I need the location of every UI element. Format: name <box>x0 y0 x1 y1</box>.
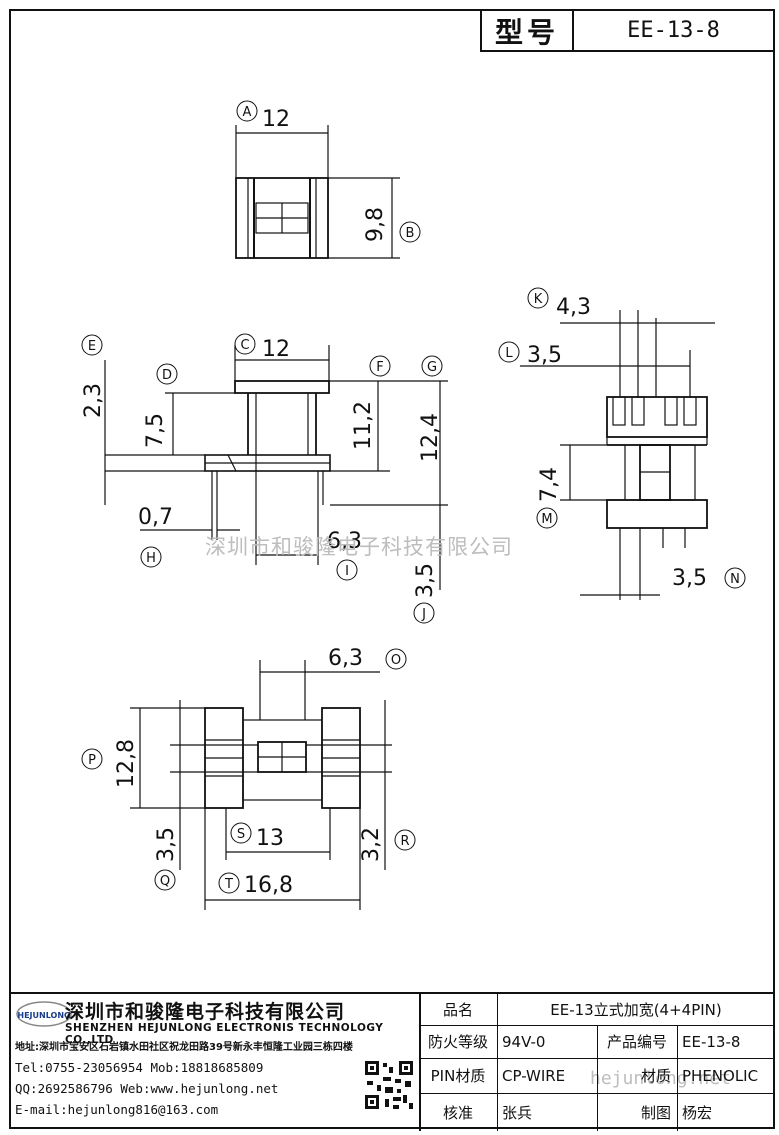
fire-rating-label: 防火等级 <box>427 1033 488 1051</box>
svg-text:C: C <box>240 338 249 353</box>
dim-S: 13 <box>256 826 284 851</box>
dim-N: 3,5 <box>672 566 707 591</box>
company-phones: Tel:0755-23056954 Mob:18818685809 <box>15 1060 263 1075</box>
qr-code <box>363 1059 415 1111</box>
svg-text:K: K <box>534 292 543 307</box>
svg-text:H: H <box>146 551 156 566</box>
drafter-label: 制图 <box>640 1103 671 1122</box>
svg-text:S: S <box>237 827 245 842</box>
material-label: 材质 <box>640 1067 671 1085</box>
dim-C: 12 <box>262 337 290 362</box>
dim-H: 0,7 <box>138 505 173 530</box>
company-email: E-mail:hejunlong816@163.com <box>15 1102 219 1117</box>
dimension-markers <box>81 100 746 894</box>
title-block: HEJUNLONG 深圳市和骏隆电子科技有限公司 SHENZHEN HEJUNL… <box>9 992 775 1131</box>
pin-material-value: CP-WIRE <box>502 1066 566 1085</box>
top-view <box>235 125 400 259</box>
company-address: 地址:深圳市宝安区石岩镇水田社区祝龙田路39号新永丰恒隆工业园三栋四楼 <box>15 1042 353 1053</box>
svg-text:T: T <box>224 877 233 892</box>
svg-text:G: G <box>427 360 437 375</box>
model-title-block: 型号 EE-13-8 <box>480 9 775 52</box>
dim-F: 11,2 <box>351 401 376 450</box>
dim-R: 3,2 <box>359 827 384 862</box>
dim-T: 16,8 <box>244 873 293 898</box>
svg-text:M: M <box>541 512 552 527</box>
product-code-label: 产品编号 <box>606 1033 667 1051</box>
dim-B: 9,8 <box>363 207 388 242</box>
svg-text:A: A <box>243 105 252 120</box>
drawing-frame <box>9 9 775 1129</box>
name-label: 品名 <box>442 1001 473 1019</box>
company-qq: QQ:2692586796 <box>15 1081 113 1096</box>
svg-text:Q: Q <box>160 874 170 889</box>
side-view <box>520 310 715 600</box>
fire-rating-value: 94V-0 <box>502 1032 546 1051</box>
dim-G: 12,4 <box>418 413 443 462</box>
approver-label: 核准 <box>442 1103 473 1122</box>
dim-K: 4,3 <box>556 295 591 320</box>
drafter-value: 杨宏 <box>682 1103 713 1122</box>
dimension-letters: A B C D E F G H I J K L M N O P Q R S T <box>88 105 740 892</box>
dim-D: 7,5 <box>143 413 168 448</box>
dim-Q: 3,5 <box>154 827 179 862</box>
dim-O: 6,3 <box>328 646 363 671</box>
model-value: EE-13-8 <box>627 18 720 43</box>
svg-text:D: D <box>162 368 172 383</box>
company-tel: Tel:0755-23056954 <box>15 1060 143 1075</box>
company-web: Web:www.hejunlong.net <box>120 1081 279 1096</box>
company-logo: HEJUNLONG <box>16 1001 72 1027</box>
dim-P: 12,8 <box>114 739 139 788</box>
svg-text:P: P <box>88 753 96 768</box>
model-label: 型号 <box>482 11 574 50</box>
svg-text:B: B <box>406 226 415 241</box>
watermark-url: hejunlong.net <box>590 1068 731 1089</box>
dimension-values: 12 9,8 12 7,5 2,3 11,2 12,4 0,7 6,3 3,5 … <box>81 107 707 898</box>
material-value: PHENOLIC <box>682 1066 759 1085</box>
pin-material-label: PIN材质 <box>430 1067 486 1085</box>
svg-text:R: R <box>400 834 409 849</box>
company-mob: Mob:18818685809 <box>150 1060 264 1075</box>
logo-text: HEJUNLONG <box>17 1011 70 1020</box>
dim-E: 2,3 <box>81 383 106 418</box>
bottom-view <box>130 660 392 910</box>
dim-L: 3,5 <box>527 343 562 368</box>
dim-J: 3,5 <box>413 563 438 598</box>
watermark-text: 深圳市和骏隆电子科技有限公司 <box>205 535 513 559</box>
dim-I: 6,3 <box>327 529 362 554</box>
front-view <box>104 345 448 590</box>
svg-text:I: I <box>345 564 349 579</box>
svg-text:E: E <box>88 339 96 354</box>
dim-M: 7,4 <box>537 467 562 502</box>
name-value: EE-13立式加宽(4+4PIN) <box>550 1001 722 1019</box>
company-name-cn: 深圳市和骏隆电子科技有限公司 <box>65 1001 346 1023</box>
dim-A: 12 <box>262 107 290 132</box>
svg-text:F: F <box>376 360 383 375</box>
svg-text:N: N <box>730 572 740 587</box>
svg-text:J: J <box>421 607 426 622</box>
company-qq-web: QQ:2692586796 Web:www.hejunlong.net <box>15 1081 278 1096</box>
spec-table: 品名 EE-13立式加宽(4+4PIN) 防火等级 94V-0 产品编号 EE-… <box>419 994 775 1131</box>
product-code-value: EE-13-8 <box>682 1032 741 1051</box>
approver-value: 张兵 <box>502 1103 533 1122</box>
company-info: HEJUNLONG 深圳市和骏隆电子科技有限公司 SHENZHEN HEJUNL… <box>9 994 421 1131</box>
svg-text:L: L <box>505 346 513 361</box>
svg-text:O: O <box>391 653 401 668</box>
company-name-en: SHENZHEN HEJUNLONG ELECTRONIS TECHNOLOGY… <box>65 1022 384 1046</box>
